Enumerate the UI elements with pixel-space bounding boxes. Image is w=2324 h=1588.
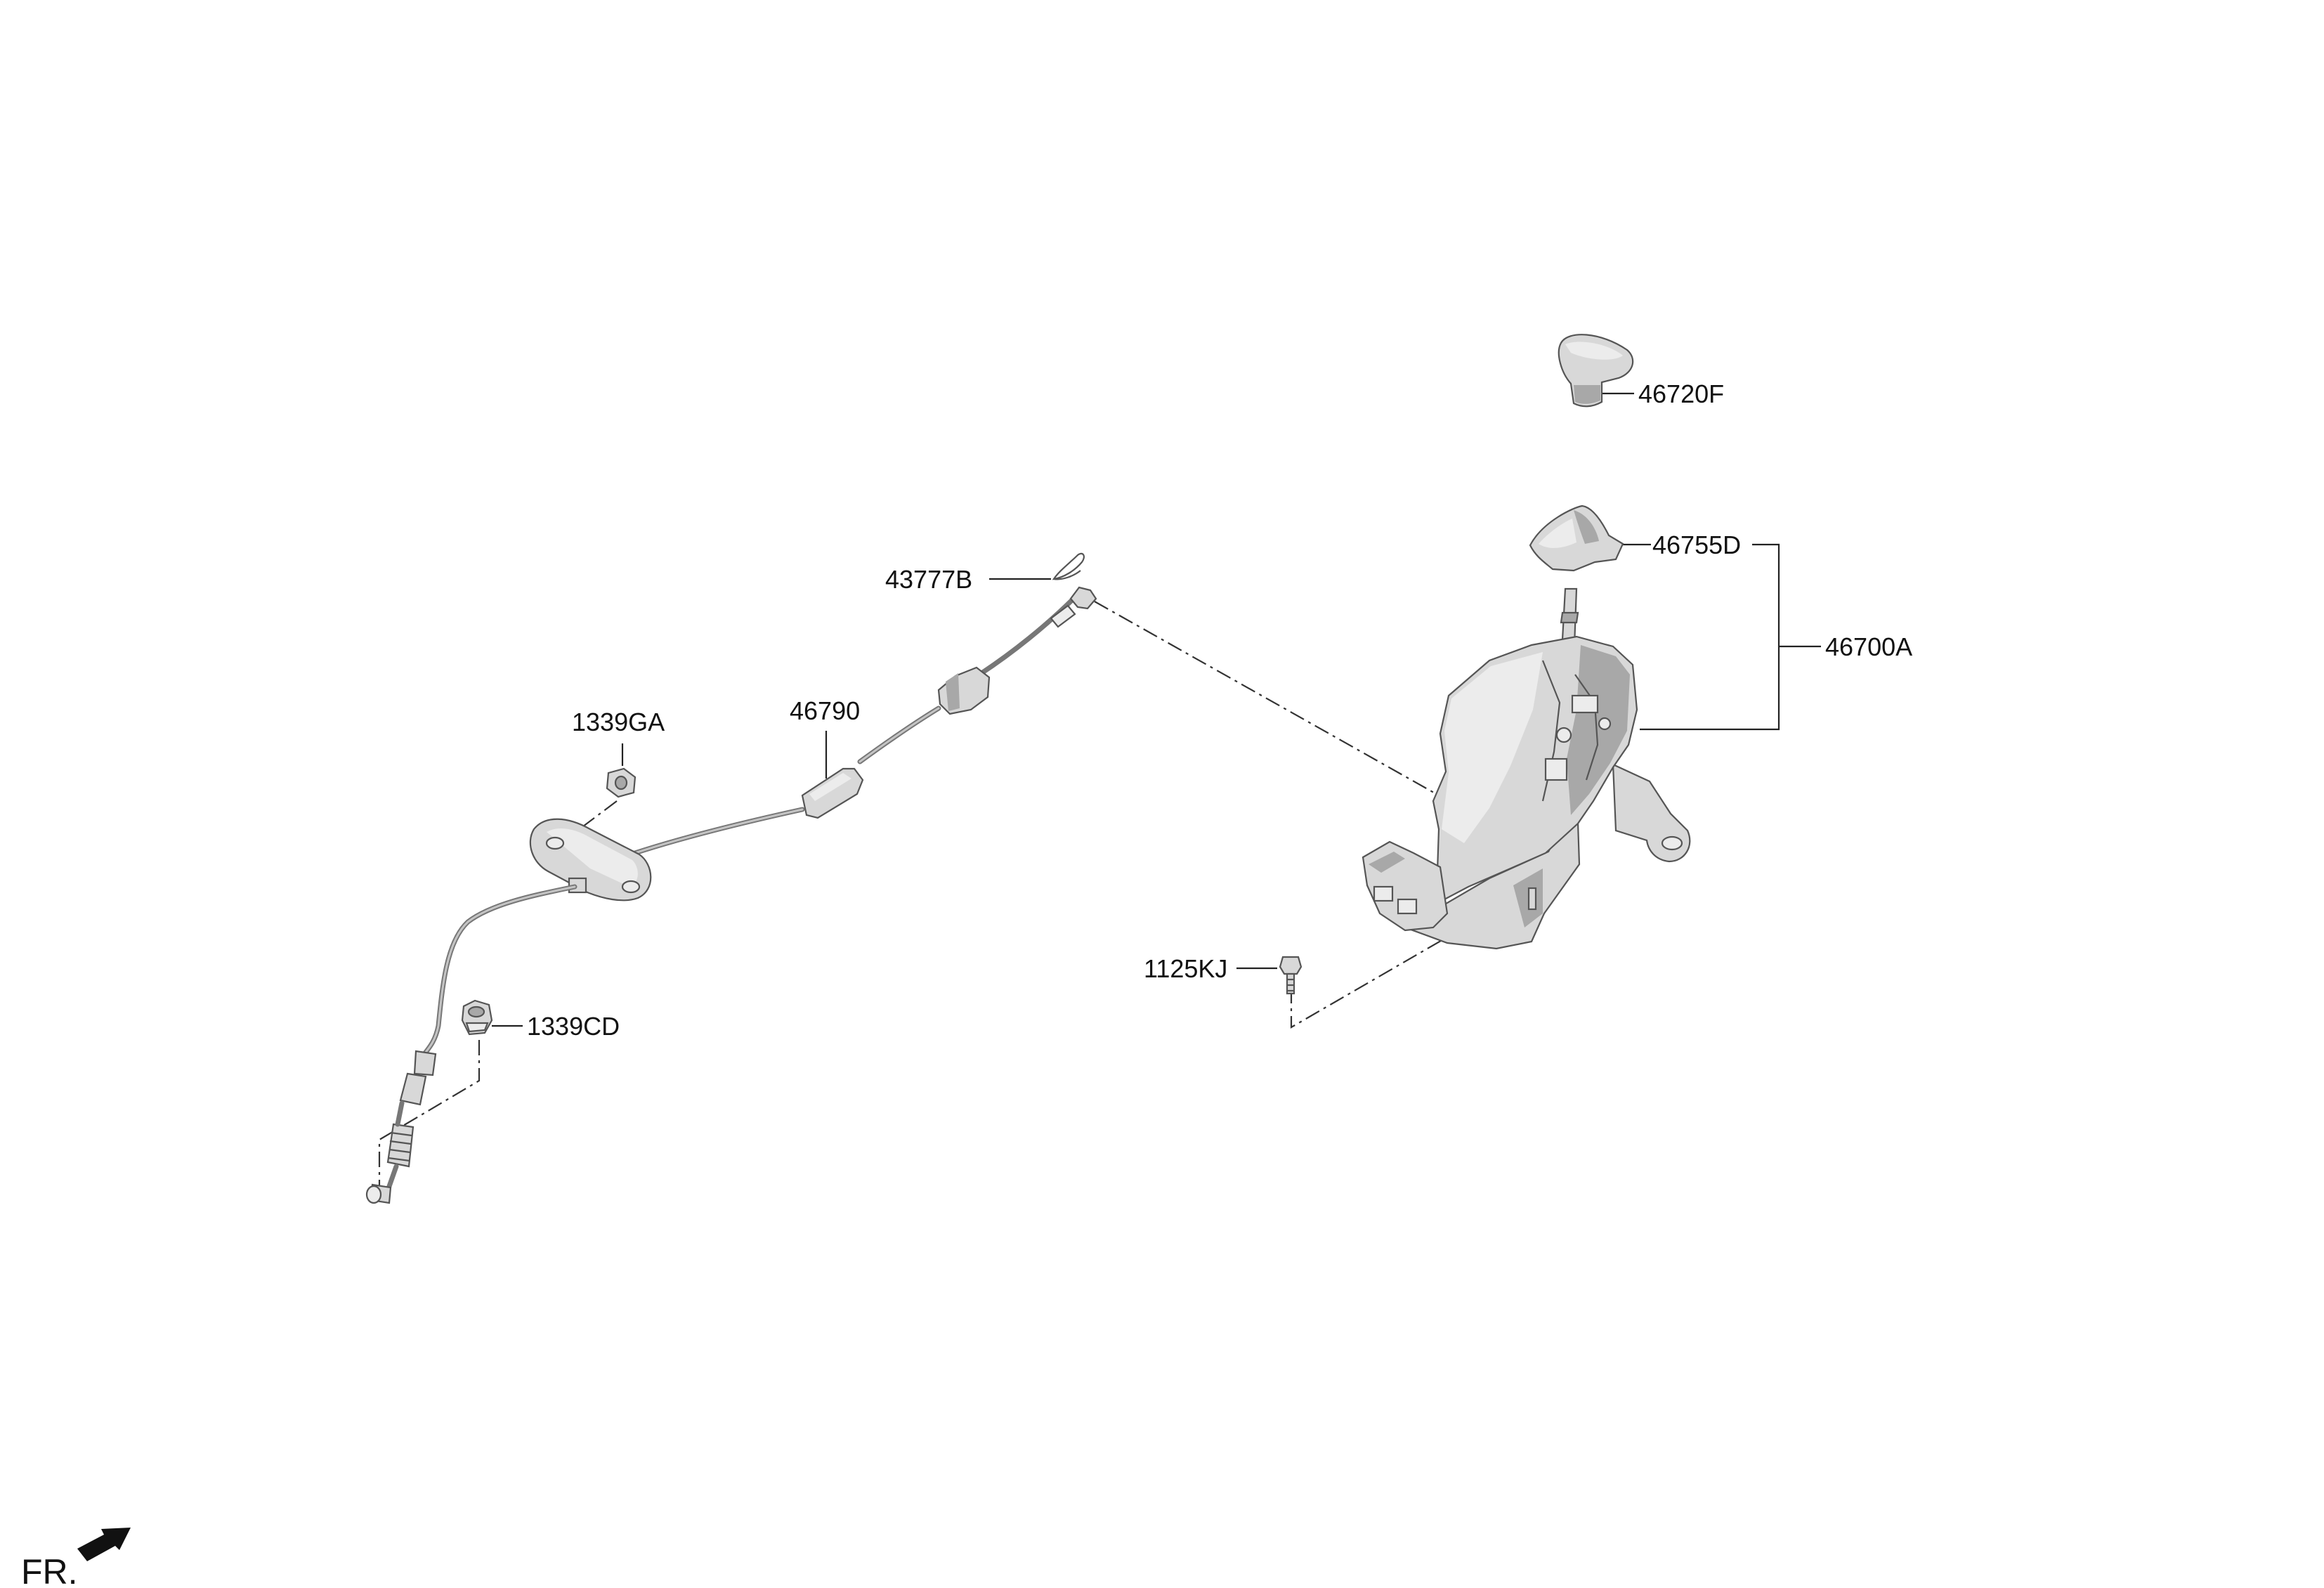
label-46700A: 46700A: [1825, 632, 1912, 661]
label-1339CD: 1339CD: [527, 1012, 620, 1041]
label-43777B: 43777B: [885, 565, 972, 594]
nut-cd-part: [461, 999, 493, 1036]
cable-boot: [386, 1123, 414, 1168]
cable-clip-part: [1052, 552, 1085, 580]
label-1339GA: 1339GA: [572, 708, 665, 736]
knob-part: [1558, 334, 1634, 408]
label-46755D: 46755D: [1652, 531, 1741, 559]
label-46720F: 46720F: [1638, 379, 1724, 408]
boot-part: [1529, 505, 1624, 572]
front-arrow-icon: [77, 1528, 131, 1561]
nut-ga-part: [606, 767, 637, 798]
fr-label: FR.: [21, 1552, 78, 1588]
shift-lever-assembly-part: [1362, 587, 1691, 950]
front-direction-marker: FR.: [21, 1528, 131, 1588]
label-46790: 46790: [790, 696, 860, 725]
bolt-part: [1279, 956, 1303, 995]
label-1125KJ: 1125KJ: [1144, 954, 1227, 983]
part-labels: 46720F 46755D 46700A 43777B 46790 1339GA…: [527, 379, 1912, 1041]
shift-cable-part: [365, 586, 1097, 1204]
